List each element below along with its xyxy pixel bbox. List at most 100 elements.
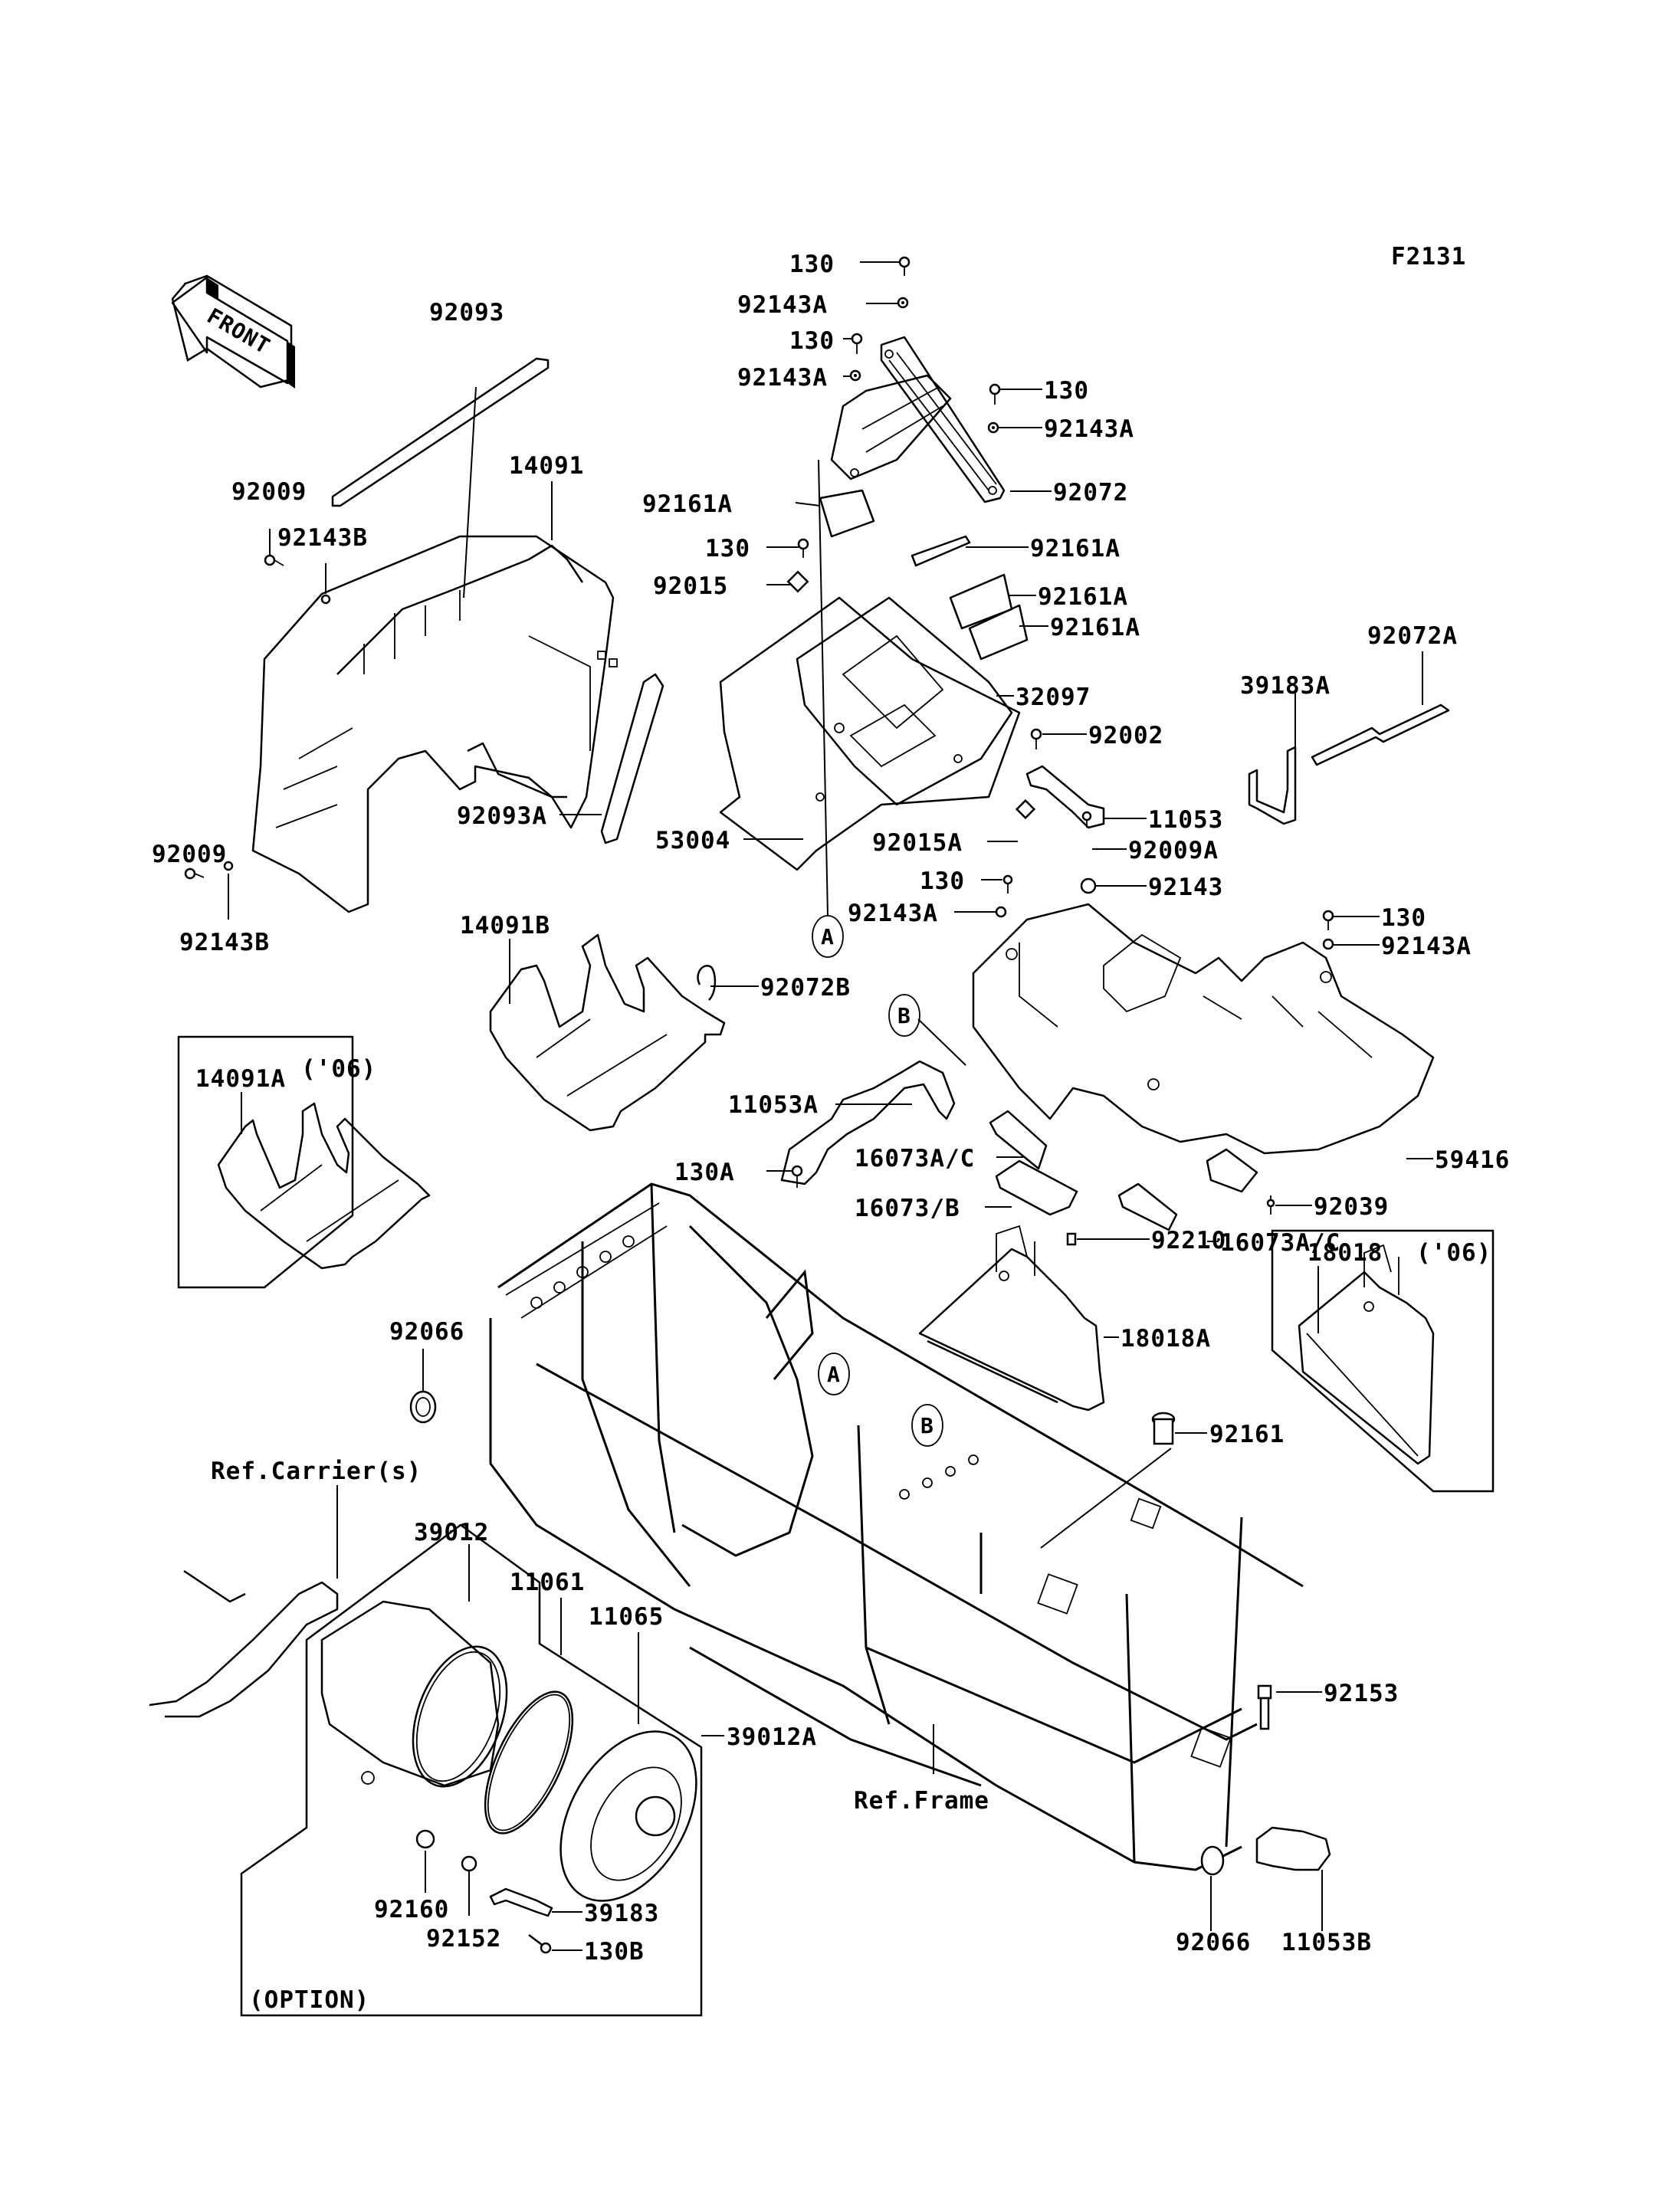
label-92161A-4: 92161A bbox=[1050, 614, 1140, 641]
label-92143: 92143 bbox=[1148, 874, 1223, 901]
washer-92152-icon bbox=[461, 1855, 477, 1872]
callout-A-top: A bbox=[812, 915, 844, 958]
part-92161A-pad-3 bbox=[949, 573, 1013, 630]
screw-130-1-icon bbox=[898, 256, 911, 276]
bolt-92153-icon bbox=[1257, 1684, 1272, 1730]
label-92009-2: 92009 bbox=[152, 841, 227, 868]
label-11053A: 11053A bbox=[728, 1091, 819, 1119]
leader-lines bbox=[228, 261, 1433, 1951]
label-92160: 92160 bbox=[374, 1896, 449, 1923]
bushing-92066-1-icon bbox=[409, 1390, 437, 1424]
label-92002: 92002 bbox=[1088, 722, 1163, 749]
label-92072: 92072 bbox=[1053, 479, 1128, 507]
label-92143A-1: 92143A bbox=[737, 291, 828, 319]
part-14091B-drawing bbox=[489, 933, 726, 1132]
part-92161A-pad-2 bbox=[911, 535, 971, 567]
label-92009-1: 92009 bbox=[231, 478, 307, 506]
label-92093A: 92093A bbox=[457, 802, 547, 830]
label-ref-carrier: Ref.Carrier(s) bbox=[211, 1458, 422, 1485]
screw-130-2-icon bbox=[851, 333, 863, 354]
part-16073B-drawing bbox=[995, 1159, 1078, 1216]
washer-92143A-3-icon bbox=[987, 421, 999, 434]
part-14091A-drawing bbox=[217, 1102, 431, 1270]
label-92072B: 92072B bbox=[760, 974, 851, 1002]
washer-92143A-5-icon bbox=[1322, 938, 1334, 950]
label-11065: 11065 bbox=[589, 1603, 664, 1631]
label-11053B: 11053B bbox=[1281, 1929, 1372, 1956]
option-label: (OPTION) bbox=[249, 1986, 369, 2014]
callout-B-frame: B bbox=[911, 1404, 943, 1447]
variant-box-14091A[interactable]: 14091A ('06) bbox=[177, 1035, 431, 1289]
label-92161A-3: 92161A bbox=[1038, 583, 1128, 611]
label-130-4: 130 bbox=[705, 535, 750, 562]
screw-130-4-icon bbox=[797, 538, 809, 558]
label-92143A-4: 92143A bbox=[848, 900, 938, 927]
label-92015A: 92015A bbox=[872, 829, 963, 857]
part-92072B-drawing bbox=[697, 965, 717, 1001]
washer-92143A-2-icon bbox=[849, 369, 861, 382]
washer-92143B-2-icon bbox=[223, 861, 234, 871]
nut-92160-icon bbox=[415, 1829, 435, 1849]
label-16073AC-2: 16073A/C bbox=[1220, 1229, 1340, 1257]
part-16073AC-1-drawing bbox=[989, 1110, 1048, 1170]
part-11053A-drawing bbox=[780, 1060, 956, 1185]
svg-text:B: B bbox=[897, 1003, 911, 1028]
part-59416-drawing bbox=[972, 903, 1435, 1155]
label-92143B-1: 92143B bbox=[277, 524, 368, 552]
nut-92015A-icon bbox=[1015, 798, 1036, 820]
nut-92015-icon bbox=[786, 570, 809, 593]
part-92161A-pad-1 bbox=[819, 489, 875, 538]
label-92210: 92210 bbox=[1151, 1227, 1226, 1254]
variant-year-18018: ('06) bbox=[1416, 1239, 1491, 1267]
part-16073AC-2-drawing bbox=[1117, 1182, 1178, 1231]
part-11061-drawing bbox=[484, 1690, 574, 1835]
svg-text:A: A bbox=[821, 924, 835, 949]
label-92161: 92161 bbox=[1209, 1421, 1285, 1448]
label-18018A: 18018A bbox=[1121, 1325, 1211, 1353]
screw-92039-icon bbox=[1266, 1195, 1275, 1215]
label-92066-1: 92066 bbox=[389, 1318, 464, 1346]
variant-box-18018[interactable]: 18018 ('06) bbox=[1271, 1229, 1495, 1493]
washer-92143-icon bbox=[1080, 877, 1097, 894]
label-92161A-2: 92161A bbox=[1030, 535, 1121, 562]
label-92152: 92152 bbox=[426, 1925, 501, 1953]
label-92039: 92039 bbox=[1314, 1193, 1389, 1221]
part-92072A-drawing bbox=[1311, 703, 1450, 766]
part-32097-drawing bbox=[719, 596, 1021, 871]
label-92143A-5: 92143A bbox=[1381, 933, 1472, 960]
label-ref-frame: Ref.Frame bbox=[854, 1787, 989, 1815]
label-39183A: 39183A bbox=[1240, 672, 1331, 700]
part-11053-drawing bbox=[1025, 765, 1105, 829]
part-92093-drawing bbox=[331, 357, 550, 507]
label-130-5: 130 bbox=[920, 867, 965, 895]
washer-92143A-4-icon bbox=[995, 906, 1007, 918]
label-39012: 39012 bbox=[414, 1519, 489, 1546]
frame-drawing bbox=[489, 1182, 1304, 1871]
option-box-39012A[interactable]: (OPTION) bbox=[240, 1523, 724, 2017]
part-wire-clip-drawing bbox=[467, 742, 567, 798]
grommet-92161-icon bbox=[1151, 1412, 1176, 1445]
callout-B-top: B bbox=[888, 994, 920, 1037]
part-11053B-drawing bbox=[1255, 1826, 1331, 1871]
screw-130-5-icon bbox=[1002, 874, 1013, 894]
label-92143A-2: 92143A bbox=[737, 364, 828, 392]
label-39183: 39183 bbox=[584, 1900, 659, 1927]
label-92066-2: 92066 bbox=[1176, 1929, 1251, 1956]
label-92153: 92153 bbox=[1324, 1680, 1399, 1707]
part-39183A-drawing bbox=[1248, 746, 1297, 825]
label-130-3: 130 bbox=[1044, 377, 1089, 405]
screw-130B-icon bbox=[528, 1934, 552, 1954]
label-92143B-2: 92143B bbox=[179, 929, 270, 956]
svg-text:A: A bbox=[827, 1362, 841, 1387]
label-11053: 11053 bbox=[1148, 806, 1223, 834]
label-92143A-3: 92143A bbox=[1044, 415, 1134, 443]
part-14091-drawing bbox=[251, 535, 618, 913]
part-18018A-drawing bbox=[918, 1225, 1105, 1412]
label-130-2: 130 bbox=[789, 327, 835, 355]
label-59416: 59416 bbox=[1435, 1146, 1510, 1174]
callout-A-frame: A bbox=[818, 1353, 850, 1395]
figure-code: F2131 bbox=[1391, 243, 1466, 271]
washer-92143B-1-icon bbox=[320, 594, 331, 605]
label-16073AC-1: 16073A/C bbox=[855, 1145, 975, 1172]
